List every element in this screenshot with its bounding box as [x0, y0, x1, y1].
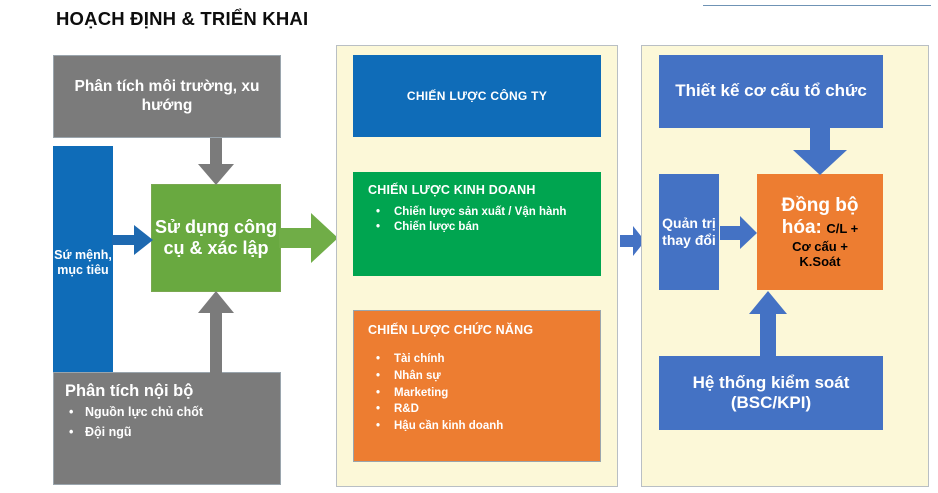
arrow-right-green-icon: [279, 213, 339, 263]
list-item: Hậu cần kinh doanh: [376, 418, 503, 435]
functional-strategy-box: CHIẾN LƯỢC CHỨC NĂNG Tài chính Nhân sự M…: [353, 310, 601, 462]
functional-strategy-list: Tài chính Nhân sự Marketing R&D Hậu cần …: [368, 351, 503, 435]
synchronization-box: Đồng bộ hóa: C/L + Cơ cấu + K.Soát: [757, 174, 883, 290]
internal-analysis-list: Nguồn lực chủ chốt Đội ngũ: [65, 403, 203, 442]
org-design-box: Thiết kế cơ cấu tổ chức: [659, 55, 883, 128]
sync-label-row: Đồng bộ hóa: C/L +: [762, 195, 878, 239]
top-divider-rule: [703, 5, 931, 6]
list-item: Chiến lược sản xuất / Vận hành: [376, 205, 566, 220]
arrow-up-gray-icon: [197, 291, 235, 375]
business-strategy-list: Chiến lược sản xuất / Vận hành Chiến lượ…: [368, 205, 566, 236]
arrow-down-blue-icon: [792, 128, 848, 176]
sync-detail-line3: K.Soát: [799, 253, 841, 269]
sync-detail-line2: Cơ cấu +: [792, 238, 848, 254]
list-item: R&D: [376, 401, 503, 418]
list-item: Đội ngũ: [69, 423, 203, 443]
change-management-box: Quản trị thay đổi: [659, 174, 719, 290]
arrow-right-blue-icon: [720, 216, 758, 250]
list-item: Marketing: [376, 385, 503, 402]
mission-objectives-box: Sứ mệnh, mục tiêu: [53, 146, 113, 379]
arrow-right-blue-icon: [620, 225, 646, 257]
environment-analysis-box: Phân tích môi trường, xu hướng: [53, 55, 281, 138]
internal-analysis-heading: Phân tích nội bộ: [65, 382, 194, 400]
business-strategy-box: CHIẾN LƯỢC KINH DOANH Chiến lược sản xuấ…: [353, 172, 601, 276]
arrow-up-blue-icon: [748, 291, 788, 357]
sync-detail-line1: C/L +: [826, 220, 859, 236]
arrow-right-blue-icon: [112, 225, 154, 255]
corporate-strategy-box: CHIẾN LƯỢC CÔNG TY: [353, 55, 601, 137]
page-title: HOẠCH ĐỊNH & TRIỂN KHAI: [56, 8, 309, 29]
sync-label: Đồng bộ hóa:: [781, 194, 859, 238]
list-item: Chiến lược bán: [376, 220, 566, 235]
list-item: Nguồn lực chủ chốt: [69, 403, 203, 423]
list-item: Tài chính: [376, 351, 503, 368]
arrow-down-gray-icon: [197, 138, 235, 186]
functional-strategy-heading: CHIẾN LƯỢC CHỨC NĂNG: [368, 323, 534, 337]
list-item: Nhân sự: [376, 368, 503, 385]
control-system-box: Hệ thống kiểm soát (BSC/KPI): [659, 356, 883, 430]
tools-setup-box: Sử dụng công cụ & xác lập: [151, 184, 281, 292]
internal-analysis-box: Phân tích nội bộ Nguồn lực chủ chốt Đội …: [53, 372, 281, 485]
business-strategy-heading: CHIẾN LƯỢC KINH DOANH: [368, 183, 536, 197]
